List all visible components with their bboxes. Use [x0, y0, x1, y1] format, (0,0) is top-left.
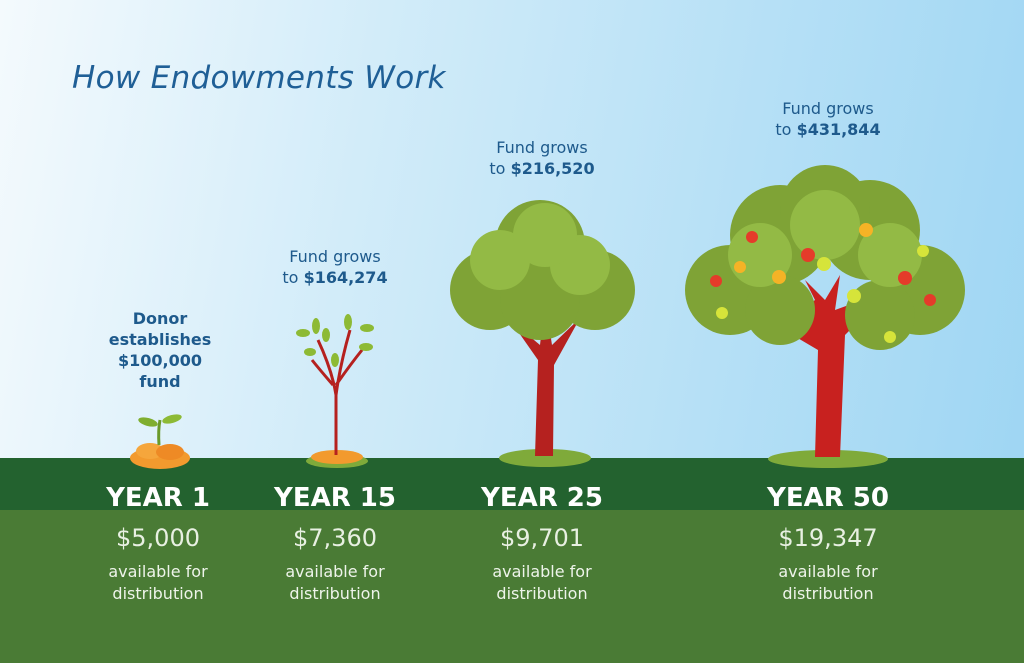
note-line: available for: [285, 562, 385, 581]
year-label: YEAR 50: [767, 483, 889, 513]
caption-line: Fund grows: [496, 138, 588, 157]
stage-caption: Fund grows to $216,520: [442, 137, 642, 179]
distribution-amount: $9,701: [500, 524, 584, 552]
caption-line: Fund grows: [782, 99, 874, 118]
note-line: distribution: [112, 584, 204, 603]
note-line: available for: [492, 562, 592, 581]
distribution-note: available for distribution: [422, 561, 662, 605]
caption-line: establishes: [108, 330, 212, 349]
note-line: distribution: [496, 584, 588, 603]
distribution-note: available for distribution: [708, 561, 948, 605]
caption-prefix: to: [489, 159, 511, 178]
stage-caption: Donor establishes $100,000 fund: [60, 308, 260, 392]
year-label: YEAR 25: [481, 483, 603, 513]
note-line: available for: [108, 562, 208, 581]
sprout-illustration: [130, 414, 190, 469]
ground-lower: [0, 510, 1024, 663]
fund-value: $216,520: [510, 159, 595, 178]
distribution-amount: $5,000: [116, 524, 200, 552]
caption-line: fund: [139, 372, 181, 391]
stage-caption: Fund grows to $431,844: [728, 98, 928, 140]
distribution-note: available for distribution: [215, 561, 455, 605]
note-line: distribution: [289, 584, 381, 603]
caption-prefix: to: [282, 268, 304, 287]
stage-caption: Fund grows to $164,274: [235, 246, 435, 288]
distribution-amount: $7,360: [293, 524, 377, 552]
fruit-tree-illustration: [685, 165, 965, 468]
year-label: YEAR 1: [106, 483, 210, 513]
fund-value: $431,844: [796, 120, 881, 139]
caption-prefix: to: [775, 120, 797, 139]
note-line: distribution: [782, 584, 874, 603]
note-line: available for: [778, 562, 878, 581]
distribution-amount: $19,347: [778, 524, 878, 552]
fund-value: $164,274: [303, 268, 388, 287]
sapling-illustration: [296, 314, 374, 468]
year-label: YEAR 15: [274, 483, 396, 513]
page-title: How Endowments Work: [72, 60, 446, 96]
caption-line: Donor: [132, 309, 188, 328]
distribution-note: available for distribution: [38, 561, 278, 605]
caption-line: $100,000: [117, 351, 202, 370]
tree-illustration: [450, 200, 635, 467]
caption-line: Fund grows: [289, 247, 381, 266]
